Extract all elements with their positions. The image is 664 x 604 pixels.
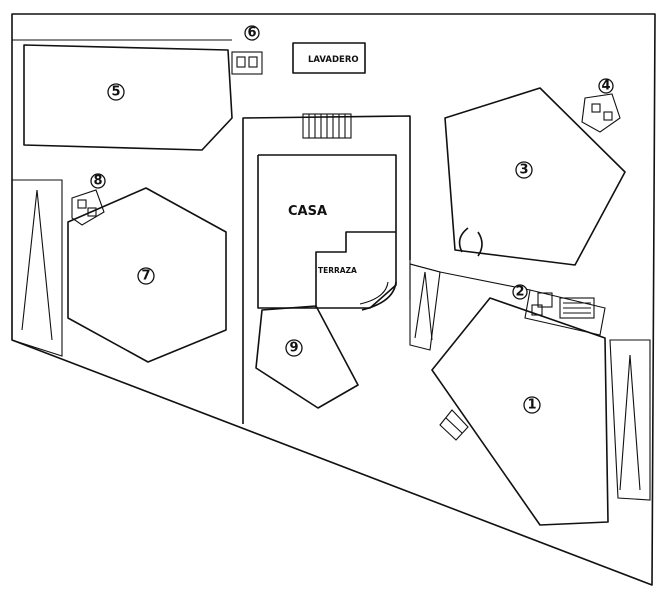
- zone-5-marker: 5: [107, 83, 125, 101]
- area-1-outline: [431, 297, 609, 526]
- small-diamond: [439, 409, 469, 441]
- area-7-outline: [67, 187, 227, 363]
- svg-text:2: 2: [515, 285, 524, 300]
- casa-building: [257, 154, 397, 309]
- stairs: [302, 113, 352, 139]
- left-strip: [11, 179, 63, 357]
- area-9-outline: [255, 305, 359, 409]
- svg-text:4: 4: [601, 79, 610, 94]
- zone-9-marker: 9: [285, 339, 303, 357]
- zone-8-marker: 8: [90, 173, 106, 189]
- zone-8-equipment: [71, 189, 105, 226]
- zone-4-marker: 4: [598, 78, 614, 94]
- svg-text:1: 1: [527, 398, 536, 413]
- terraza-label: TERRAZA: [318, 266, 357, 275]
- svg-text:3: 3: [519, 163, 528, 178]
- property-boundary: [11, 13, 656, 586]
- right-strip: [609, 339, 651, 501]
- svg-text:9: 9: [289, 341, 298, 356]
- zone-2-equipment: [524, 289, 606, 336]
- zone-6-equipment: [231, 51, 263, 75]
- area-3-outline: [444, 87, 626, 266]
- middle-strip: [409, 263, 531, 351]
- zone-6-marker: 6: [244, 25, 260, 41]
- terraza-curved-steps: [361, 281, 397, 311]
- zone-1-marker: 1: [523, 396, 541, 414]
- svg-text:8: 8: [93, 174, 102, 189]
- svg-text:5: 5: [111, 85, 120, 100]
- zone-4-equipment: [581, 93, 621, 133]
- lavadero-label: LAVADERO: [308, 55, 359, 65]
- zone-2-marker: 2: [512, 284, 528, 300]
- svg-text:7: 7: [141, 269, 150, 284]
- svg-text:6: 6: [247, 26, 256, 41]
- zone-3-marker: 3: [515, 161, 533, 179]
- casa-label: CASA: [288, 204, 327, 219]
- zone-7-marker: 7: [137, 267, 155, 285]
- lavadero-box: [292, 42, 366, 74]
- arch-mark: [458, 227, 483, 257]
- area-5-outline: [23, 44, 233, 151]
